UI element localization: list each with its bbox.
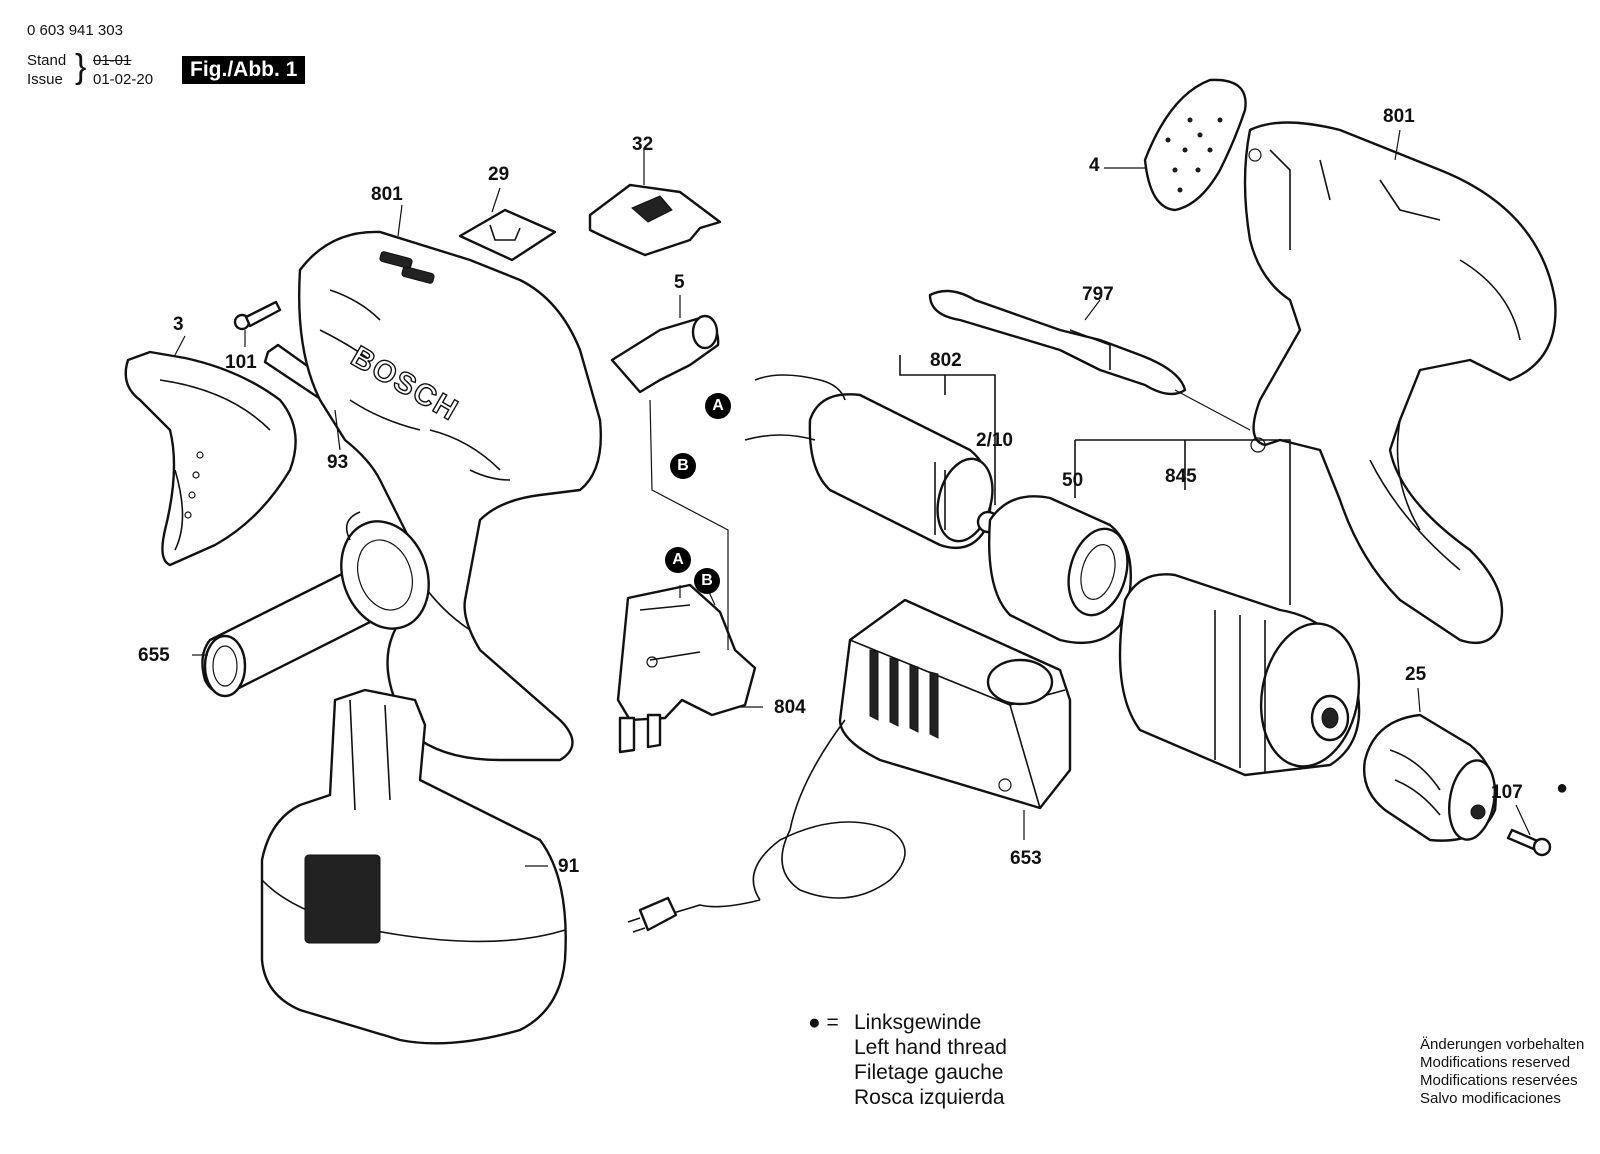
issue-date: 01-02-20 <box>93 71 154 88</box>
modifications-en: Modifications reserved <box>1420 1054 1571 1071</box>
legend-line-de: Linksgewinde <box>854 1011 982 1034</box>
part-label-3: 3 <box>173 314 184 335</box>
battery-part <box>260 688 567 1045</box>
part-label-50: 50 <box>1062 470 1084 491</box>
modifications-fr: Modifications reservées <box>1420 1072 1578 1089</box>
part-label-655: 655 <box>138 645 170 666</box>
part-label-653: 653 <box>1010 848 1042 869</box>
connector-a-motor: A <box>705 393 731 419</box>
legend-line-en: Left hand thread <box>854 1036 1007 1059</box>
part-label-845: 845 <box>1165 466 1197 487</box>
switch-slider-part <box>610 314 720 394</box>
screw-part-101 <box>233 300 282 331</box>
charger-part <box>627 598 1072 933</box>
part-label-804: 804 <box>774 697 806 718</box>
legend-line-es: Rosca izquierda <box>854 1086 1005 1109</box>
part-label-91: 91 <box>558 856 580 877</box>
old-date: 01-01 <box>93 52 132 69</box>
switch-cover-part <box>588 183 722 257</box>
gear-ring-part <box>987 495 1132 644</box>
aux-handle-part <box>201 511 430 698</box>
housing-left-part <box>297 230 602 762</box>
label-plate-part <box>458 208 557 262</box>
left-hand-thread-marker: ● <box>1556 777 1569 799</box>
motor-part <box>744 374 1000 550</box>
chuck-part <box>1363 713 1497 842</box>
part-label-2-10: 2/10 <box>976 430 1013 451</box>
side-cover-part <box>124 350 297 567</box>
part-label-5: 5 <box>674 272 685 293</box>
issue-label: Issue <box>27 71 63 88</box>
part-label-32: 32 <box>632 134 654 155</box>
legend-line-fr: Filetage gauche <box>854 1061 1004 1084</box>
part-number: 0 603 941 303 <box>27 22 123 39</box>
part-label-801-left: 801 <box>371 184 403 205</box>
leader-lines <box>174 129 1531 867</box>
screw-part-107 <box>1506 828 1552 857</box>
modifications-de: Änderungen vorbehalten <box>1420 1036 1585 1053</box>
part-label-29: 29 <box>488 164 510 185</box>
legend-text: Linksgewinde Left hand thread Filetage g… <box>854 1010 1007 1110</box>
figure-label: Fig./Abb. 1 <box>182 56 306 84</box>
part-label-93: 93 <box>327 452 349 473</box>
switch-part <box>616 583 757 754</box>
part-label-797: 797 <box>1082 284 1114 305</box>
part-label-107: 107 <box>1491 782 1523 803</box>
legend-bullet: ● <box>808 1011 821 1034</box>
connector-b-motor: B <box>670 453 696 479</box>
modifications-notice: Änderungen vorbehalten Modifications res… <box>1420 1036 1584 1108</box>
connector-a-switch: A <box>665 547 691 573</box>
part-label-4: 4 <box>1089 155 1100 176</box>
stand-label: Stand <box>27 52 67 69</box>
part-label-101: 101 <box>225 352 257 373</box>
part-label-802: 802 <box>930 350 962 371</box>
grip-pad-part <box>1143 78 1247 212</box>
legend-symbol: ● = <box>808 1010 839 1035</box>
brace-symbol: } <box>75 48 87 86</box>
housing-right-part <box>1243 121 1557 645</box>
connector-b-switch: B <box>694 568 720 594</box>
part-label-25: 25 <box>1405 664 1427 685</box>
part-label-801-right: 801 <box>1383 106 1415 127</box>
modifications-es: Salvo modificaciones <box>1420 1090 1561 1107</box>
gearbox-part <box>1118 573 1361 777</box>
belt-strap-part <box>928 289 1251 431</box>
legend-equals: = <box>826 1011 839 1034</box>
